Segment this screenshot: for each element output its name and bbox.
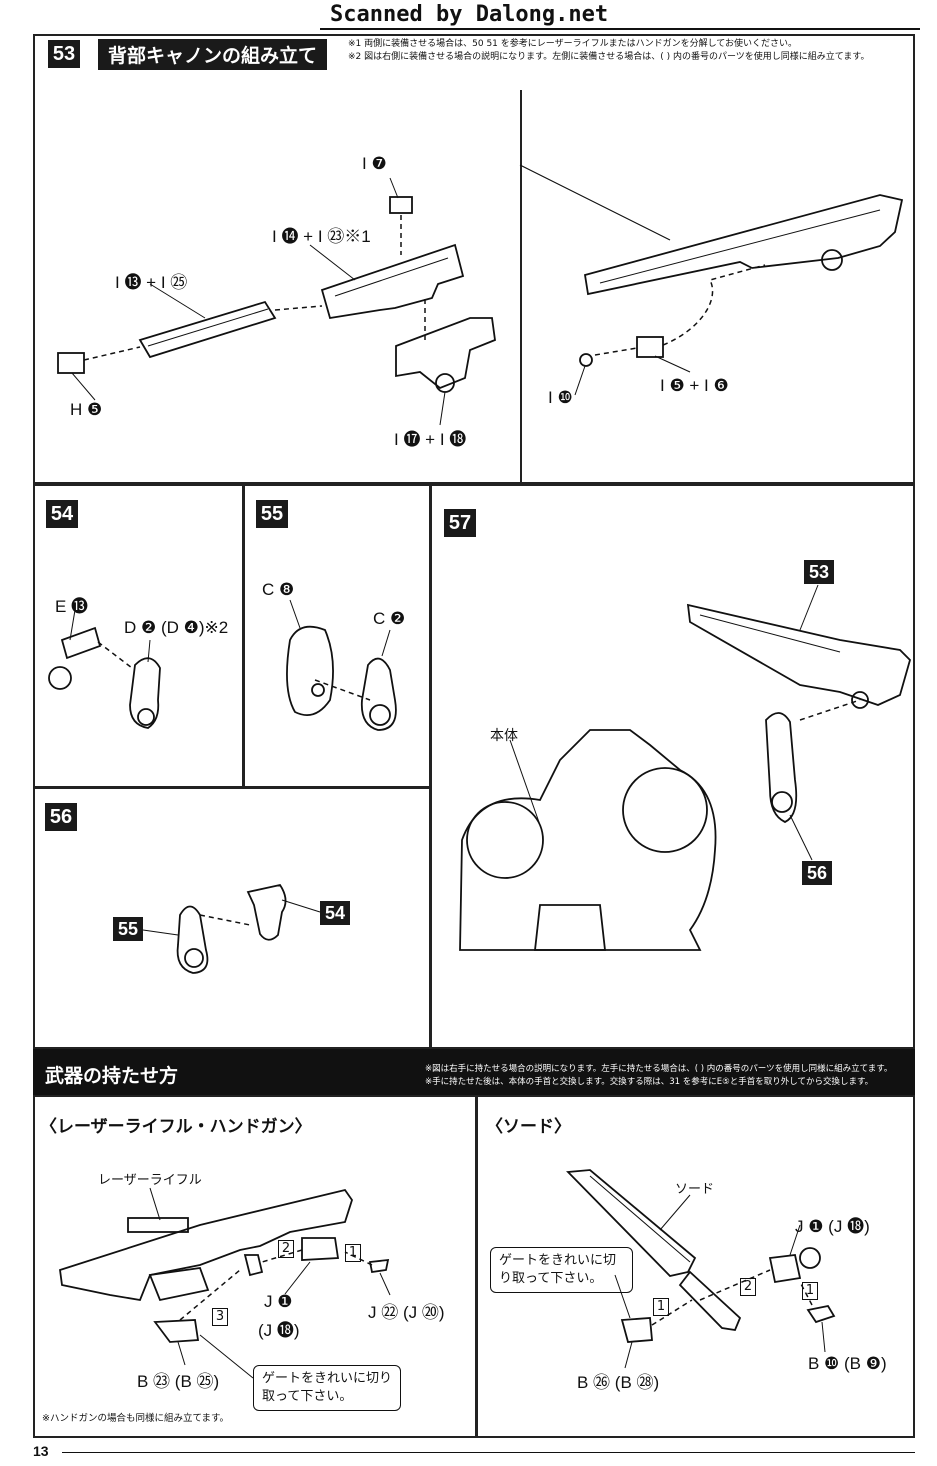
label-i10: I ❿ [548, 388, 573, 407]
step57-ref53: 53 [804, 560, 834, 584]
step53-number: 53 [48, 40, 80, 68]
sword-step1a: 1 [653, 1298, 669, 1316]
rifle-b23: B ㉓ (B ㉕) [137, 1372, 220, 1391]
step57-panel [430, 484, 915, 1049]
step57-ref56: 56 [802, 861, 832, 885]
rifle-footnote: ※ハンドガンの場合も同様に組み立てます。 [42, 1413, 230, 1424]
sword-step2: 2 [740, 1278, 756, 1296]
step53-title: 背部キャノンの組み立て [98, 39, 328, 70]
step53-panel [33, 34, 915, 484]
sword-b10: B ❿ (B ❾) [808, 1354, 887, 1373]
weapons-note2: ※手に持たせた後は、本体の手首と交換します。交換する際は、31 を参考にE⑤と手… [425, 1077, 874, 1087]
sword-label: ソード [675, 1181, 715, 1196]
step53-note1: ※1 両側に装備させる場合は、50 51 を参考にレーザーライフルまたはハンドガ… [348, 39, 798, 49]
site-watermark: Scanned by Dalong.net [330, 2, 609, 27]
label-h5: H ❺ [70, 400, 103, 419]
label-e13: E ⓭ [55, 597, 89, 616]
step53-note2: ※2 図は右側に装備させる場合の説明になります。左側に装備させる場合は、( ) … [348, 52, 870, 62]
sword-b26: B ㉖ (B ㉘) [577, 1373, 660, 1392]
label-i5-i6: I ❺ + I ❻ [660, 376, 729, 395]
step54-panel [33, 484, 244, 788]
sword-heading: 〈ソード〉 [486, 1117, 571, 1137]
label-body: 本体 [490, 727, 518, 743]
weapons-title: 武器の持たせ方 [45, 1065, 179, 1087]
rifle-step3: 3 [212, 1308, 228, 1326]
weapons-note1: ※図は右手に持たせる場合の説明になります。左手に持たせる場合は、( ) 内の番号… [425, 1064, 893, 1074]
label-c2: C ❷ [373, 609, 406, 628]
label-i17-i18: I ⓱ + I ⓲ [394, 430, 467, 449]
step57-number: 57 [444, 509, 476, 537]
rifle-j1: J ❶ [264, 1292, 293, 1311]
step55-number: 55 [256, 500, 288, 528]
rifle-label: レーザーライフル [98, 1172, 202, 1187]
label-i13-i25: I ⓭ + I ㉕ [115, 273, 188, 292]
rifle-heading: 〈レーザーライフル・ハンドガン〉 [40, 1117, 312, 1137]
step56-panel [33, 787, 431, 1049]
rifle-j22: J ㉒ (J ⑳) [368, 1303, 445, 1322]
sword-step1b: 1 [802, 1282, 818, 1300]
rifle-callout: ゲートをきれいに切り取って下さい。 [253, 1365, 401, 1411]
rifle-j18: (J ⓲) [258, 1321, 300, 1340]
step56-ref54: 54 [320, 901, 350, 925]
step56-ref55: 55 [113, 917, 143, 941]
page-number: 13 [33, 1443, 49, 1459]
step54-number: 54 [46, 500, 78, 528]
label-i14-i23: I ⓮ + I ㉓※1 [272, 227, 371, 246]
label-i7: I ❼ [362, 154, 387, 173]
weapons-title-bar [33, 1049, 915, 1095]
footer-rule [62, 1452, 915, 1453]
label-c8: C ❽ [262, 580, 295, 599]
sword-j1: J ❶ (J ⓲) [795, 1217, 870, 1236]
step53-divider [520, 90, 522, 483]
step55-panel [243, 484, 431, 788]
step56-number: 56 [45, 803, 77, 831]
sword-callout: ゲートをきれいに切り取って下さい。 [490, 1247, 633, 1293]
header-underline [320, 28, 920, 30]
label-d2-d4: D ❷ (D ❹)※2 [124, 618, 229, 637]
